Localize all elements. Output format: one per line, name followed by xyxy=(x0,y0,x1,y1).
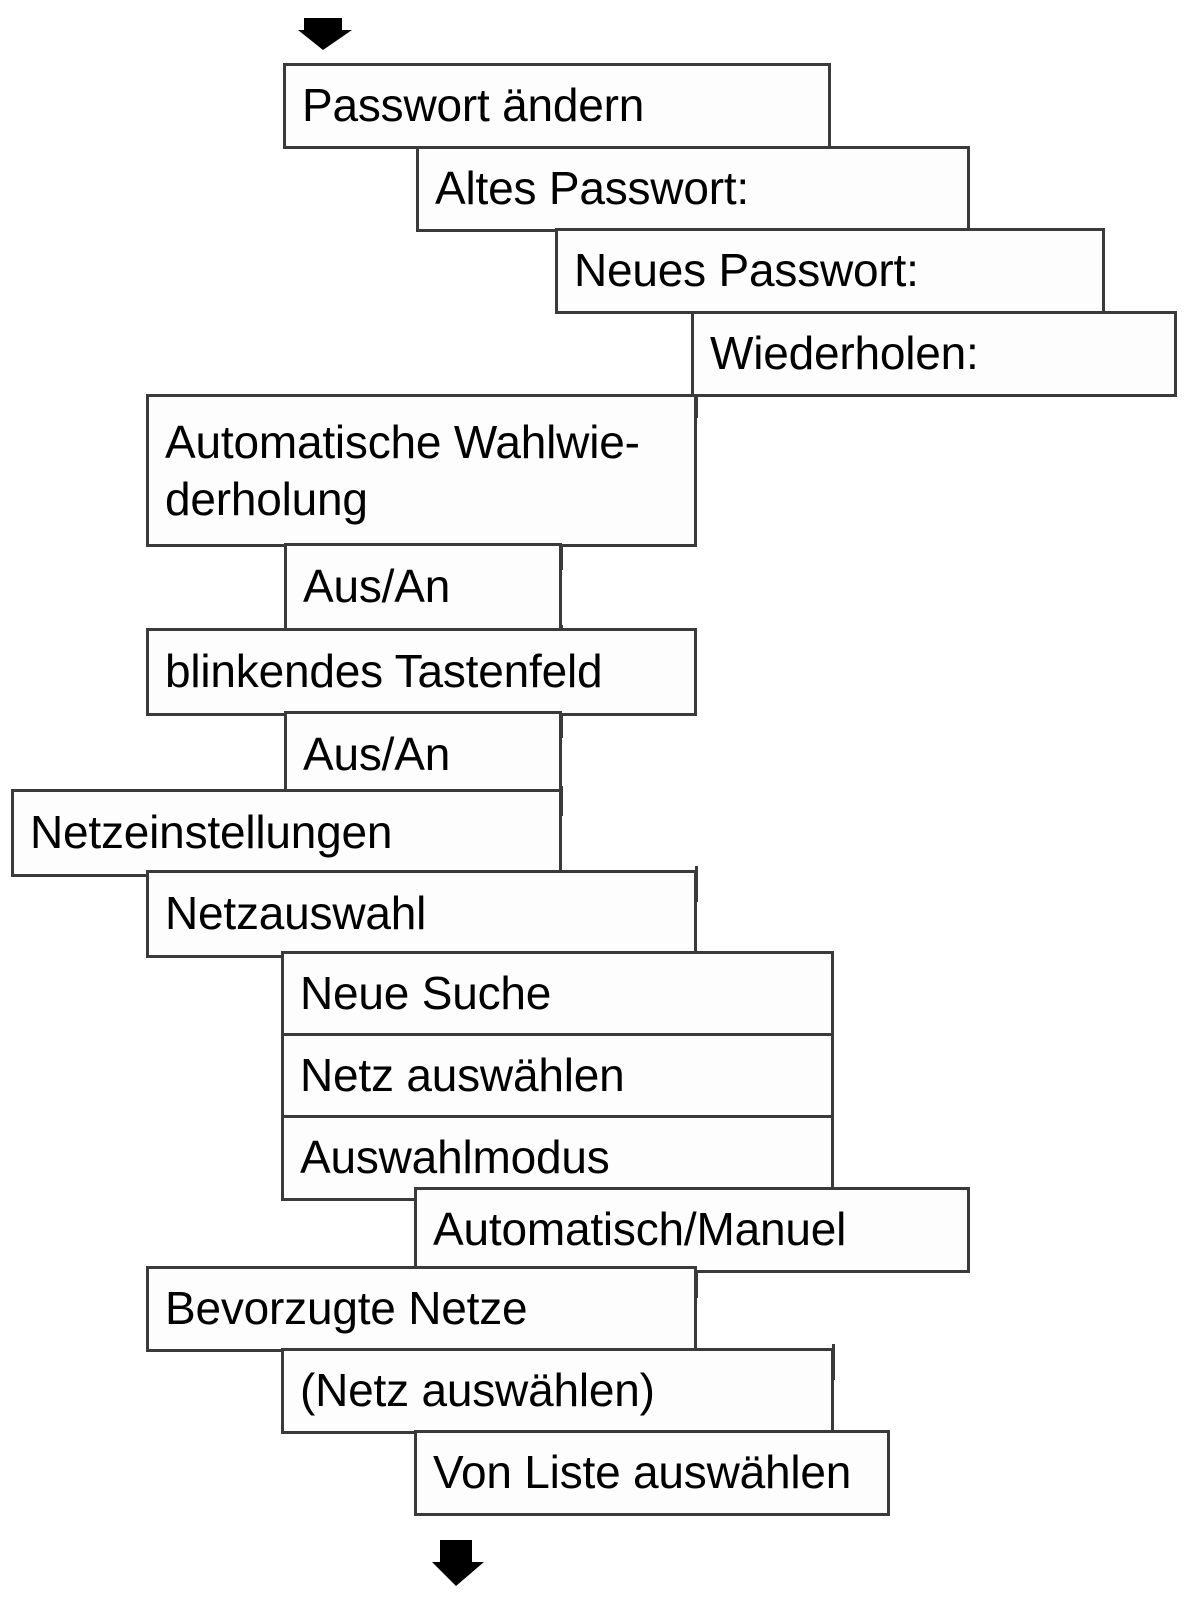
node-netz-auswaehlen[interactable]: Netz auswählen xyxy=(281,1033,834,1119)
node-label: (Netz auswählen) xyxy=(300,1364,655,1417)
node-blinkendes-tastenfeld[interactable]: blinkendes Tastenfeld xyxy=(146,628,697,716)
node-wiederholen[interactable]: Wiederholen: xyxy=(691,311,1177,397)
node-label: Wiederholen: xyxy=(710,327,979,380)
node-label: Bevorzugte Netze xyxy=(165,1282,528,1335)
node-netzeinstellungen[interactable]: Netzeinstellungen xyxy=(11,789,562,877)
node-neue-suche[interactable]: Neue Suche xyxy=(281,951,834,1037)
node-neues-passwort[interactable]: Neues Passwort: xyxy=(555,228,1105,314)
node-netzauswahl[interactable]: Netzauswahl xyxy=(146,870,697,958)
node-aus-an-wahlwiederholung[interactable]: Aus/An xyxy=(284,543,562,631)
node-label: Automatische Wahlwie- derholung xyxy=(165,416,640,525)
node-automatisch-manuel[interactable]: Automatisch/Manuel xyxy=(414,1187,970,1273)
node-label: Passwort ändern xyxy=(302,79,645,132)
node-label: Neue Suche xyxy=(300,967,552,1020)
node-passwort-aendern[interactable]: Passwort ändern xyxy=(283,63,831,149)
node-label: Netz auswählen xyxy=(300,1049,625,1102)
node-label: Neues Passwort: xyxy=(574,244,919,297)
node-label: Von Liste auswählen xyxy=(433,1446,852,1499)
flow-out-arrow xyxy=(432,1540,488,1588)
node-label: Auswahlmodus xyxy=(300,1131,610,1184)
node-aus-an-tastenfeld[interactable]: Aus/An xyxy=(284,711,562,799)
node-label: Aus/An xyxy=(303,560,451,613)
node-bevorzugte-netze[interactable]: Bevorzugte Netze xyxy=(146,1266,697,1352)
node-label: Netzauswahl xyxy=(165,887,427,940)
node-auswahlmodus[interactable]: Auswahlmodus xyxy=(281,1115,834,1201)
node-netz-auswaehlen-klammer[interactable]: (Netz auswählen) xyxy=(281,1348,834,1434)
node-automatische-wahlwiederholung[interactable]: Automatische Wahlwie- derholung xyxy=(146,394,697,547)
node-label: blinkendes Tastenfeld xyxy=(165,645,603,698)
node-label: Altes Passwort: xyxy=(435,162,749,215)
node-label: Netzeinstellungen xyxy=(30,806,393,859)
flow-in-arrow xyxy=(298,12,354,52)
node-von-liste-auswaehlen[interactable]: Von Liste auswählen xyxy=(414,1430,890,1516)
node-label: Aus/An xyxy=(303,728,451,781)
node-label: Automatisch/Manuel xyxy=(433,1203,847,1256)
node-altes-passwort[interactable]: Altes Passwort: xyxy=(416,146,970,232)
